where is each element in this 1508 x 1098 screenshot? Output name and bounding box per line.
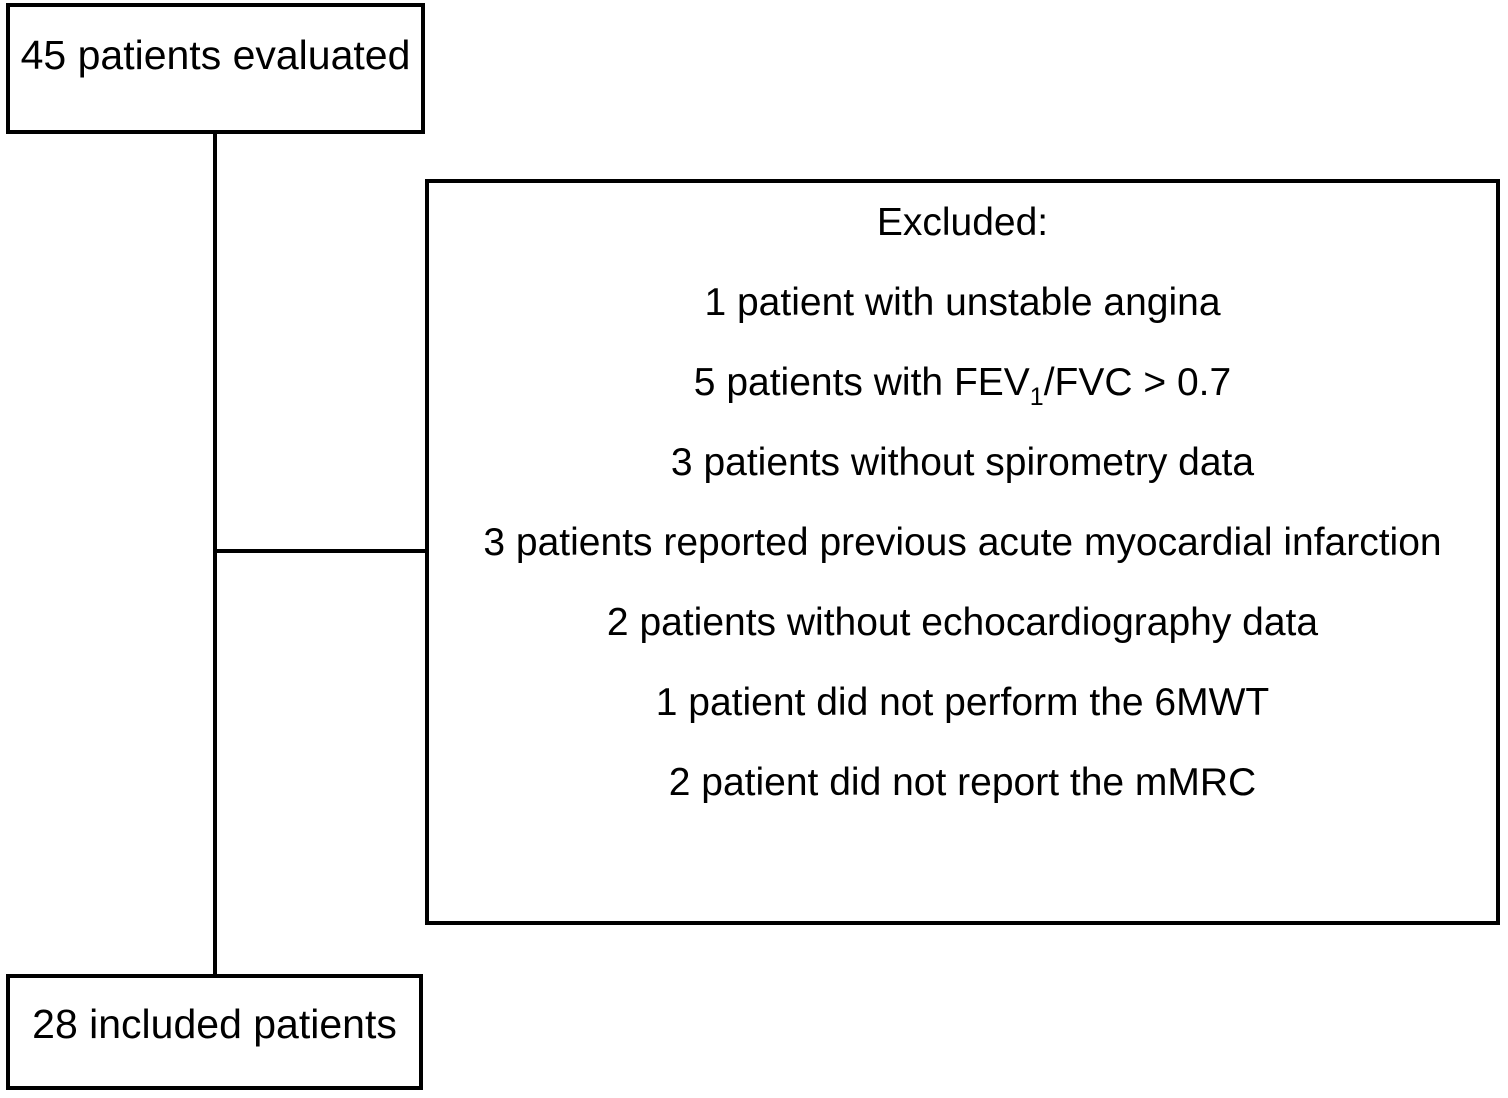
exclusion-item: 2 patient did not report the mMRC: [429, 743, 1496, 823]
exclusion-item-text: 1 patient did not perform the 6MWT: [655, 681, 1270, 724]
exclusion-item: 2 patients without echocardiography data: [429, 583, 1496, 663]
exclusion-item-text: 5 patients with FEV: [693, 361, 1030, 404]
exclusion-item-subscript: 1: [1029, 383, 1044, 411]
excluded-title: Excluded:: [876, 201, 1049, 244]
excluded-patients-box: Excluded: 1 patient with unstable angina…: [425, 179, 1500, 925]
exclusion-item: 1 patient with unstable angina: [429, 263, 1496, 343]
exclusion-item: 3 patients without spirometry data: [429, 423, 1496, 503]
included-patients-box: 28 included patients: [6, 974, 423, 1090]
exclusion-item: 3 patients reported previous acute myoca…: [429, 503, 1496, 583]
exclusion-item-text: 3 patients reported previous acute myoca…: [483, 521, 1442, 564]
vertical-connector-line: [213, 134, 217, 974]
exclusion-item-text: /FVC > 0.7: [1043, 361, 1232, 404]
included-patients-label: 28 included patients: [32, 1001, 397, 1047]
evaluated-patients-label: 45 patients evaluated: [20, 32, 411, 78]
exclusion-item: 1 patient did not perform the 6MWT: [429, 663, 1496, 743]
exclusion-item-text: 3 patients without spirometry data: [670, 441, 1255, 484]
exclusion-item: 5 patients with FEV1/FVC > 0.7: [429, 343, 1496, 423]
exclusion-item-text: 2 patients without echocardiography data: [606, 601, 1319, 644]
exclusion-item-text: 2 patient did not report the mMRC: [668, 761, 1257, 804]
exclusion-item-text: 1 patient with unstable angina: [704, 281, 1221, 324]
exclusion-list: Excluded: 1 patient with unstable angina…: [429, 183, 1496, 823]
evaluated-patients-box: 45 patients evaluated: [6, 3, 425, 134]
horizontal-connector-line: [215, 549, 425, 553]
